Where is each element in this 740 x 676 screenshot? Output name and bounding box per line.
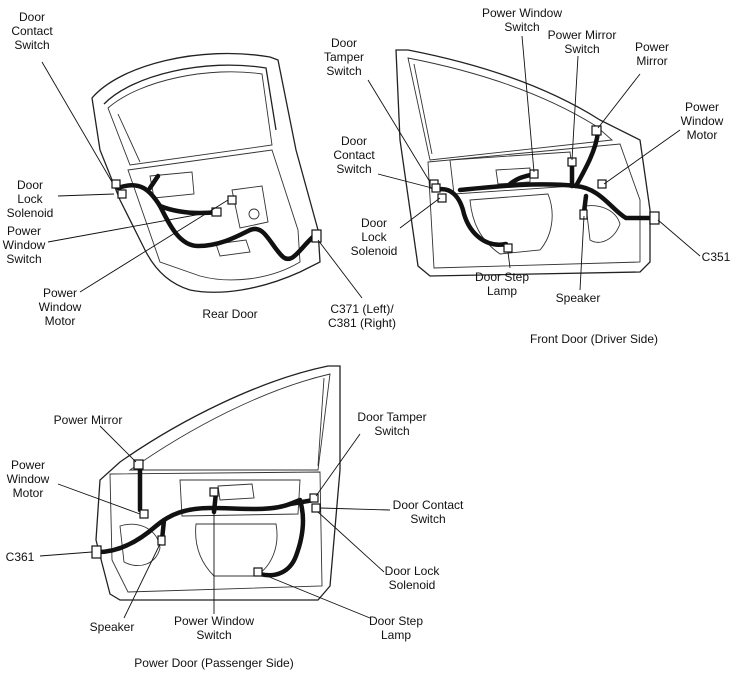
passenger-power-mirror-label: Power Mirror — [53, 413, 123, 427]
driver-door-step-lamp — [503, 243, 513, 253]
passenger-door-tamper-switch — [309, 493, 319, 503]
rear-door-inner-panel — [127, 149, 301, 281]
passenger-door-step-lamp-label: Door Step Lamp — [368, 614, 424, 642]
passenger-door-lock-solenoid-label: Door Lock Solenoid — [384, 564, 440, 592]
driver-connector-label: C351 — [701, 250, 731, 264]
passenger-speaker — [157, 535, 166, 546]
passenger-power-window-motor-label: Power Window Motor — [6, 458, 50, 500]
driver-door-lock-solenoid-label: Door Lock Solenoid — [350, 216, 398, 258]
passenger-power-window-switch-label: Power Window Switch — [173, 614, 255, 642]
driver-power-mirror — [591, 125, 602, 136]
passenger-connector-label: C361 — [5, 550, 35, 564]
rear-door-connector-label: C371 (Left)/ C381 (Right) — [327, 302, 397, 330]
passenger-door-caption: Power Door (Passenger Side) — [134, 656, 294, 670]
passenger-door-contact-switch — [311, 503, 321, 513]
rear-door-lock-solenoid — [117, 189, 127, 199]
front-door-passenger-inner-panel — [109, 471, 323, 593]
front-door-driver-drawing — [367, 35, 701, 291]
driver-door-tamper-switch-label: Door Tamper Switch — [323, 36, 365, 78]
passenger-power-mirror — [133, 459, 144, 470]
rear-door-outline — [91, 52, 321, 293]
rear-door-harness — [115, 182, 317, 262]
front-door-driver-outline — [395, 49, 651, 277]
front-door-passenger-window — [128, 373, 331, 471]
rear-door-contact-switch-label: Door Contact Switch — [11, 10, 53, 52]
passenger-speaker-label: Speaker — [89, 620, 135, 634]
rear-door-window — [107, 71, 273, 166]
passenger-door-tamper-switch-label: Door Tamper Switch — [357, 410, 427, 438]
rear-door-power-window-switch-label: Power Window Switch — [2, 224, 46, 266]
driver-door-contact-switch — [431, 183, 441, 193]
passenger-connector — [91, 545, 102, 559]
passenger-power-window-motor — [139, 509, 149, 519]
rear-door-lock-solenoid-label: Door Lock Solenoid — [6, 178, 54, 220]
rear-door-drawing — [41, 52, 363, 299]
driver-connector — [649, 211, 660, 225]
rear-door-connector — [311, 229, 322, 243]
driver-door-caption: Front Door (Driver Side) — [529, 332, 659, 346]
rear-door-contact-switch — [111, 179, 121, 189]
passenger-power-window-switch — [209, 487, 219, 497]
passenger-door-contact-switch-label: Door Contact Switch — [392, 498, 464, 526]
front-door-driver-inner-panel — [427, 143, 641, 269]
rear-door-power-window-motor-label: Power Window Motor — [38, 286, 82, 328]
driver-door-contact-switch-label: Door Contact Switch — [333, 134, 375, 176]
driver-door-step-lamp-label: Door Step Lamp — [474, 270, 530, 298]
passenger-door-step-lamp — [253, 567, 263, 577]
front-door-passenger-outline — [95, 365, 341, 601]
driver-power-window-switch-label: Power Window Switch — [481, 6, 563, 34]
driver-power-mirror-label: Power Mirror — [634, 40, 670, 68]
driver-speaker-label: Speaker — [555, 291, 601, 305]
front-door-passenger-harness — [95, 497, 306, 578]
driver-power-window-motor-label: Power Window Motor — [680, 100, 724, 142]
front-door-passenger-drawing — [39, 365, 391, 619]
rear-door-caption: Rear Door — [202, 307, 258, 321]
rear-door-window-motor — [227, 195, 237, 205]
driver-power-window-motor — [597, 179, 607, 189]
driver-power-mirror-switch-label: Power Mirror Switch — [547, 28, 617, 56]
driver-door-lock-solenoid — [437, 193, 447, 203]
